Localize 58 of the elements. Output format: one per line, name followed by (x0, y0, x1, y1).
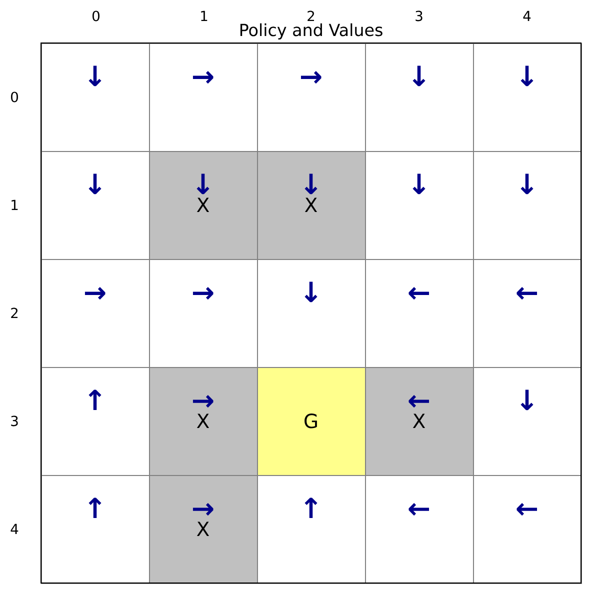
policy-arrow: ↑ (88, 498, 102, 518)
tick-label: 0 (92, 10, 100, 22)
cell-label: X (196, 522, 210, 536)
tick-label: 3 (11, 416, 18, 426)
grid-cell (365, 367, 474, 476)
grid-cell (257, 367, 366, 476)
policy-arrow: ↑ (304, 498, 318, 518)
policy-arrow: ← (516, 287, 538, 300)
grid-cell (473, 367, 582, 476)
grid-cell (365, 43, 474, 152)
policy-arrow: → (84, 287, 106, 300)
tick-label: 2 (308, 10, 314, 21)
grid-cell (149, 151, 258, 260)
grid-cell (365, 475, 474, 584)
policy-arrow: ↓ (88, 66, 102, 86)
policy-arrow: ← (408, 287, 430, 300)
tick-label: 4 (523, 10, 531, 21)
policy-arrow: ↑ (88, 390, 102, 410)
policy-arrow: ↓ (412, 66, 426, 86)
grid-cell (473, 43, 582, 152)
grid-cell (149, 475, 258, 584)
policy-arrow: → (192, 287, 214, 300)
policy-arrow: ↓ (88, 174, 102, 194)
policy-arrow: ↓ (196, 174, 210, 194)
grid-cell (41, 43, 150, 152)
tick-label: 0 (11, 92, 18, 102)
policy-arrow: ↓ (520, 66, 534, 86)
grid-cell (473, 259, 582, 368)
tick-label: 1 (201, 10, 208, 21)
policy-arrow: → (192, 503, 214, 516)
grid-cell (257, 151, 366, 260)
cell-label: X (412, 414, 426, 428)
grid-cell (473, 151, 582, 260)
policy-arrow: ← (408, 503, 430, 516)
cell-label: X (196, 198, 210, 212)
tick-label: 2 (11, 308, 18, 318)
cell-label: G (304, 414, 317, 428)
policy-arrow: ← (408, 395, 430, 408)
cell-label: X (304, 198, 318, 212)
policy-arrow: ↓ (520, 390, 534, 410)
cell-label: X (196, 414, 210, 428)
policy-arrow: ↓ (304, 174, 318, 194)
title: Policy and Values (240, 23, 382, 40)
grid-cell (365, 151, 474, 260)
policy-arrow: ← (516, 503, 538, 516)
tick-label: 4 (10, 524, 18, 534)
tick-label: 1 (12, 200, 18, 210)
policy-arrow: ↓ (304, 282, 318, 302)
grid-cell (473, 475, 582, 584)
tick-label: 3 (416, 10, 422, 22)
grid-cell (149, 367, 258, 476)
policy-arrow: → (192, 71, 214, 84)
grid-cell (41, 259, 150, 368)
policy-arrow: ↓ (412, 174, 426, 194)
policy-arrow: → (192, 395, 214, 408)
policy-arrow: → (300, 71, 322, 84)
policy-arrow: ↓ (520, 174, 534, 194)
grid-cell (257, 475, 366, 584)
